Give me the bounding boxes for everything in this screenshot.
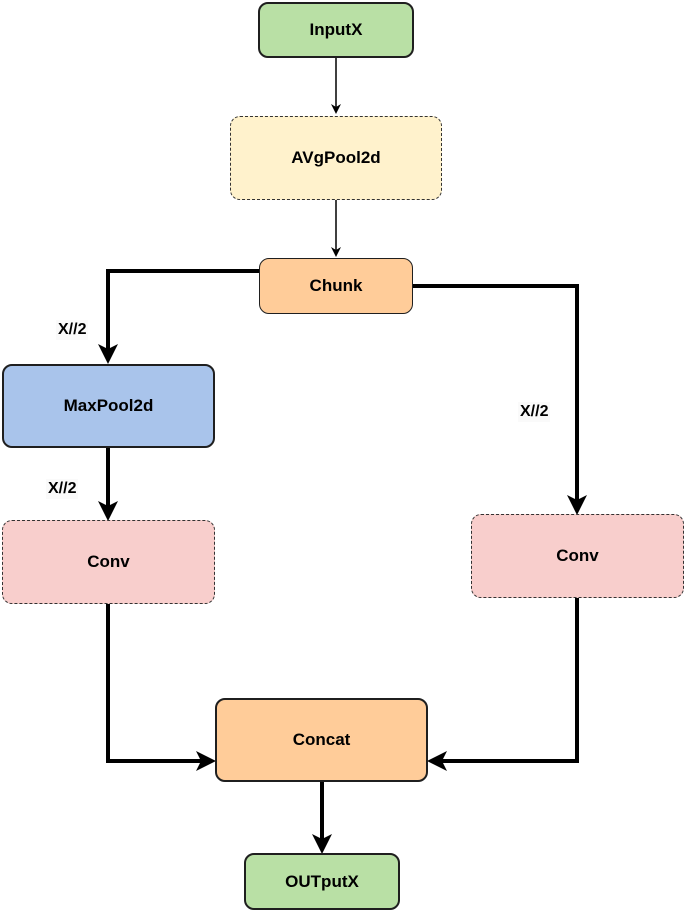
node-inputx-label: InputX	[309, 20, 363, 39]
edge-chunk-conv-right	[413, 284, 587, 515]
node-inputx[interactable]: InputX	[258, 2, 414, 58]
node-concat[interactable]: Concat	[215, 698, 428, 782]
node-conv-left[interactable]: Conv	[2, 520, 215, 604]
node-conv-right[interactable]: Conv	[471, 514, 684, 598]
node-avgpool2d[interactable]: AVgPool2d	[230, 116, 442, 200]
edge-conv-left-concat	[106, 604, 216, 771]
edge-label-maxpool-to-conv: X//2	[46, 479, 79, 499]
edge-chunk-maxpool	[98, 269, 259, 364]
node-avgpool2d-label: AVgPool2d	[291, 148, 381, 167]
edge-conv-right-concat	[427, 598, 579, 771]
node-maxpool2d[interactable]: MaxPool2d	[2, 364, 215, 448]
node-chunk-label: Chunk	[309, 276, 363, 295]
node-concat-label: Concat	[292, 730, 351, 749]
node-maxpool2d-label: MaxPool2d	[63, 396, 154, 415]
node-chunk[interactable]: Chunk	[259, 258, 413, 314]
edge-label-chunk-to-conv-right: X//2	[518, 402, 551, 422]
edge-label-chunk-to-maxpool: X//2	[56, 320, 89, 340]
node-outputx-label: OUTputX	[285, 871, 359, 891]
node-conv-left-label: Conv	[87, 552, 130, 571]
node-conv-right-label: Conv	[556, 546, 599, 565]
node-outputx[interactable]: OUTputX	[244, 853, 400, 910]
